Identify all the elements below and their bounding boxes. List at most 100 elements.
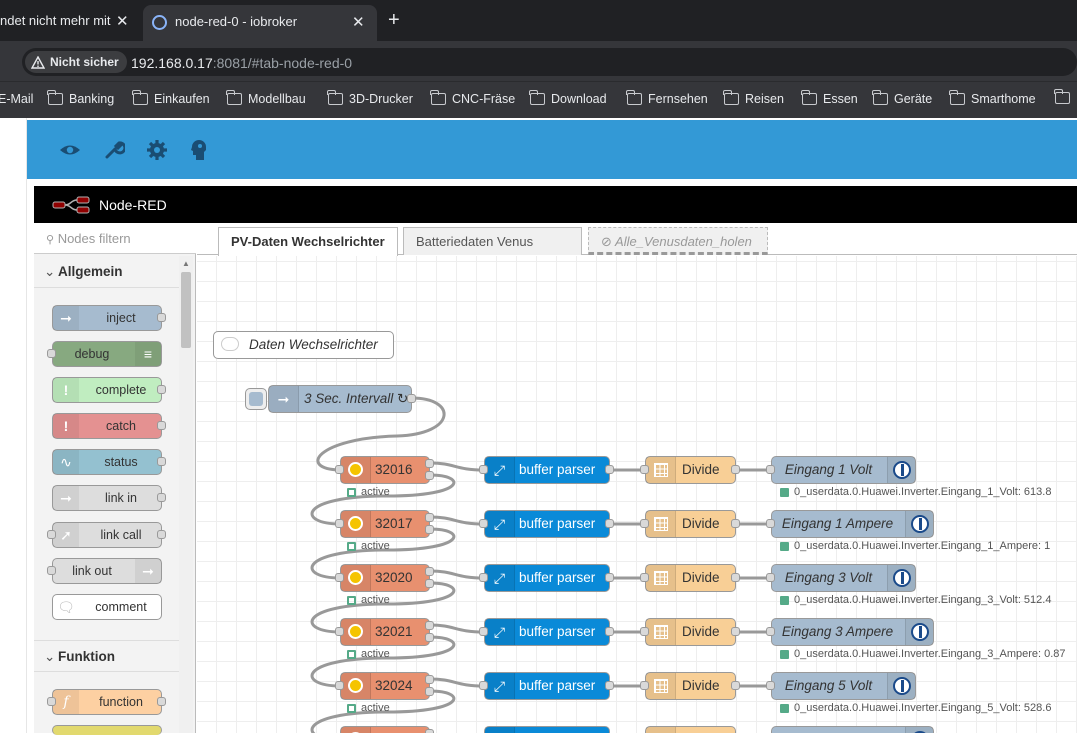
- input-port[interactable]: [479, 465, 488, 474]
- divide-node[interactable]: Divide: [645, 618, 736, 646]
- modbus-read-node[interactable]: 32016: [340, 456, 430, 484]
- input-port[interactable]: [335, 573, 344, 582]
- input-port[interactable]: [47, 566, 56, 575]
- palette-node-partial[interactable]: [52, 725, 162, 735]
- url-text[interactable]: 192.168.0.17:8081/#tab-node-red-0: [131, 55, 352, 71]
- output-port[interactable]: [605, 681, 614, 690]
- palette-node-link-out[interactable]: link out➞: [52, 558, 162, 584]
- palette-node-status[interactable]: ∿status: [52, 449, 162, 475]
- eye-icon[interactable]: [59, 141, 81, 159]
- output-port[interactable]: [157, 697, 166, 706]
- iobroker-out-node[interactable]: Eingang 1 Volt: [771, 456, 916, 484]
- input-port[interactable]: [640, 627, 649, 636]
- person-icon[interactable]: [190, 138, 208, 161]
- buffer-parser-node[interactable]: ⤢ buffer parser: [484, 564, 610, 592]
- buffer-parser-node[interactable]: ⤢ buffer parser: [484, 672, 610, 700]
- close-icon[interactable]: ✕: [116, 12, 129, 30]
- output-port[interactable]: [605, 465, 614, 474]
- divide-node[interactable]: Divide: [645, 564, 736, 592]
- modbus-read-node[interactable]: 32017: [340, 510, 430, 538]
- input-port[interactable]: [47, 349, 56, 358]
- input-port[interactable]: [766, 519, 775, 528]
- flow-canvas[interactable]: Daten Wechselrichter ➞ 3 Sec. Intervall …: [197, 256, 1077, 733]
- output-port[interactable]: [731, 465, 740, 474]
- output-port[interactable]: [157, 385, 166, 394]
- input-port[interactable]: [335, 627, 344, 636]
- output-port[interactable]: [157, 457, 166, 466]
- inject-trigger-button[interactable]: [245, 388, 267, 410]
- output-port[interactable]: [425, 525, 434, 534]
- output-port[interactable]: [425, 687, 434, 696]
- output-port[interactable]: [425, 633, 434, 642]
- input-port[interactable]: [766, 681, 775, 690]
- output-port[interactable]: [605, 573, 614, 582]
- input-port[interactable]: [479, 681, 488, 690]
- output-port[interactable]: [425, 513, 434, 522]
- bookmark-geraete[interactable]: Geräte: [872, 90, 932, 106]
- category-funktion[interactable]: ⌄Funktion: [34, 640, 179, 672]
- output-port[interactable]: [157, 313, 166, 322]
- palette-node-inject[interactable]: ➞inject: [52, 305, 162, 331]
- divide-node[interactable]: [645, 726, 736, 733]
- browser-tab-active[interactable]: node-red-0 - iobroker ✕: [143, 5, 377, 41]
- flow-comment-node[interactable]: Daten Wechselrichter: [213, 331, 394, 359]
- input-port[interactable]: [640, 681, 649, 690]
- input-port[interactable]: [479, 573, 488, 582]
- iobroker-out-node[interactable]: Eingang 3 Volt: [771, 564, 916, 592]
- bookmark-download[interactable]: Download: [529, 90, 607, 106]
- modbus-read-node[interactable]: 32024: [340, 672, 430, 700]
- output-port[interactable]: [731, 519, 740, 528]
- input-port[interactable]: [47, 530, 56, 539]
- scroll-up-icon[interactable]: ▲: [182, 259, 190, 268]
- tab-pv-daten-wechselrichter[interactable]: PV-Daten Wechselrichter: [218, 227, 398, 256]
- bookmark-smarthome[interactable]: Smarthome: [949, 90, 1036, 106]
- input-port[interactable]: [335, 519, 344, 528]
- palette-filter-input[interactable]: ⚲ Nodes filtern: [34, 223, 196, 254]
- close-icon[interactable]: ✕: [352, 14, 365, 31]
- bookmark-banking[interactable]: Banking: [47, 90, 114, 106]
- browser-tab-inactive[interactable]: ndet nicht mehr mit ✕: [0, 0, 140, 41]
- input-port[interactable]: [335, 465, 344, 474]
- input-port[interactable]: [47, 697, 56, 706]
- palette-scroll-thumb[interactable]: [181, 272, 191, 348]
- input-port[interactable]: [640, 573, 649, 582]
- output-port[interactable]: [731, 681, 740, 690]
- flow-inject-node[interactable]: ➞ 3 Sec. Intervall ↻: [268, 385, 412, 413]
- output-port[interactable]: [425, 729, 434, 733]
- output-port[interactable]: [731, 627, 740, 636]
- output-port[interactable]: [425, 471, 434, 480]
- palette-node-link-in[interactable]: ➞link in: [52, 485, 162, 511]
- iobroker-out-node[interactable]: [771, 726, 934, 733]
- input-port[interactable]: [640, 519, 649, 528]
- input-port[interactable]: [766, 573, 775, 582]
- bookmark-email[interactable]: E-Mail: [0, 92, 33, 106]
- bookmark-reisen[interactable]: Reisen: [723, 90, 784, 106]
- output-port[interactable]: [605, 627, 614, 636]
- palette-node-complete[interactable]: !complete: [52, 377, 162, 403]
- bookmark-modellbau[interactable]: Modellbau: [226, 90, 306, 106]
- output-port[interactable]: [605, 519, 614, 528]
- divide-node[interactable]: Divide: [645, 456, 736, 484]
- palette-node-debug[interactable]: debug≡: [52, 341, 162, 367]
- buffer-parser-node[interactable]: ⤢ buffer parser: [484, 456, 610, 484]
- input-port[interactable]: [479, 519, 488, 528]
- modbus-read-node[interactable]: 32021: [340, 618, 430, 646]
- output-port[interactable]: [407, 394, 416, 403]
- bookmark-folder-more[interactable]: [1054, 89, 1070, 104]
- output-port[interactable]: [425, 675, 434, 684]
- wrench-icon[interactable]: [104, 139, 125, 160]
- new-tab-button[interactable]: +: [388, 9, 400, 31]
- bookmark-3d-drucker[interactable]: 3D-Drucker: [327, 90, 413, 106]
- tab-alle-venusdaten-holen[interactable]: ⊘ Alle_Venusdaten_holen: [588, 227, 768, 255]
- output-port[interactable]: [425, 579, 434, 588]
- output-port[interactable]: [425, 621, 434, 630]
- divide-node[interactable]: Divide: [645, 510, 736, 538]
- bookmark-cnc-fraese[interactable]: CNC-Fräse: [430, 90, 515, 106]
- buffer-parser-node[interactable]: ⤢: [484, 726, 610, 733]
- input-port[interactable]: [766, 627, 775, 636]
- palette-node-catch[interactable]: !catch: [52, 413, 162, 439]
- output-port[interactable]: [425, 459, 434, 468]
- palette-node-link-call[interactable]: ➚link call: [52, 522, 162, 548]
- output-port[interactable]: [425, 567, 434, 576]
